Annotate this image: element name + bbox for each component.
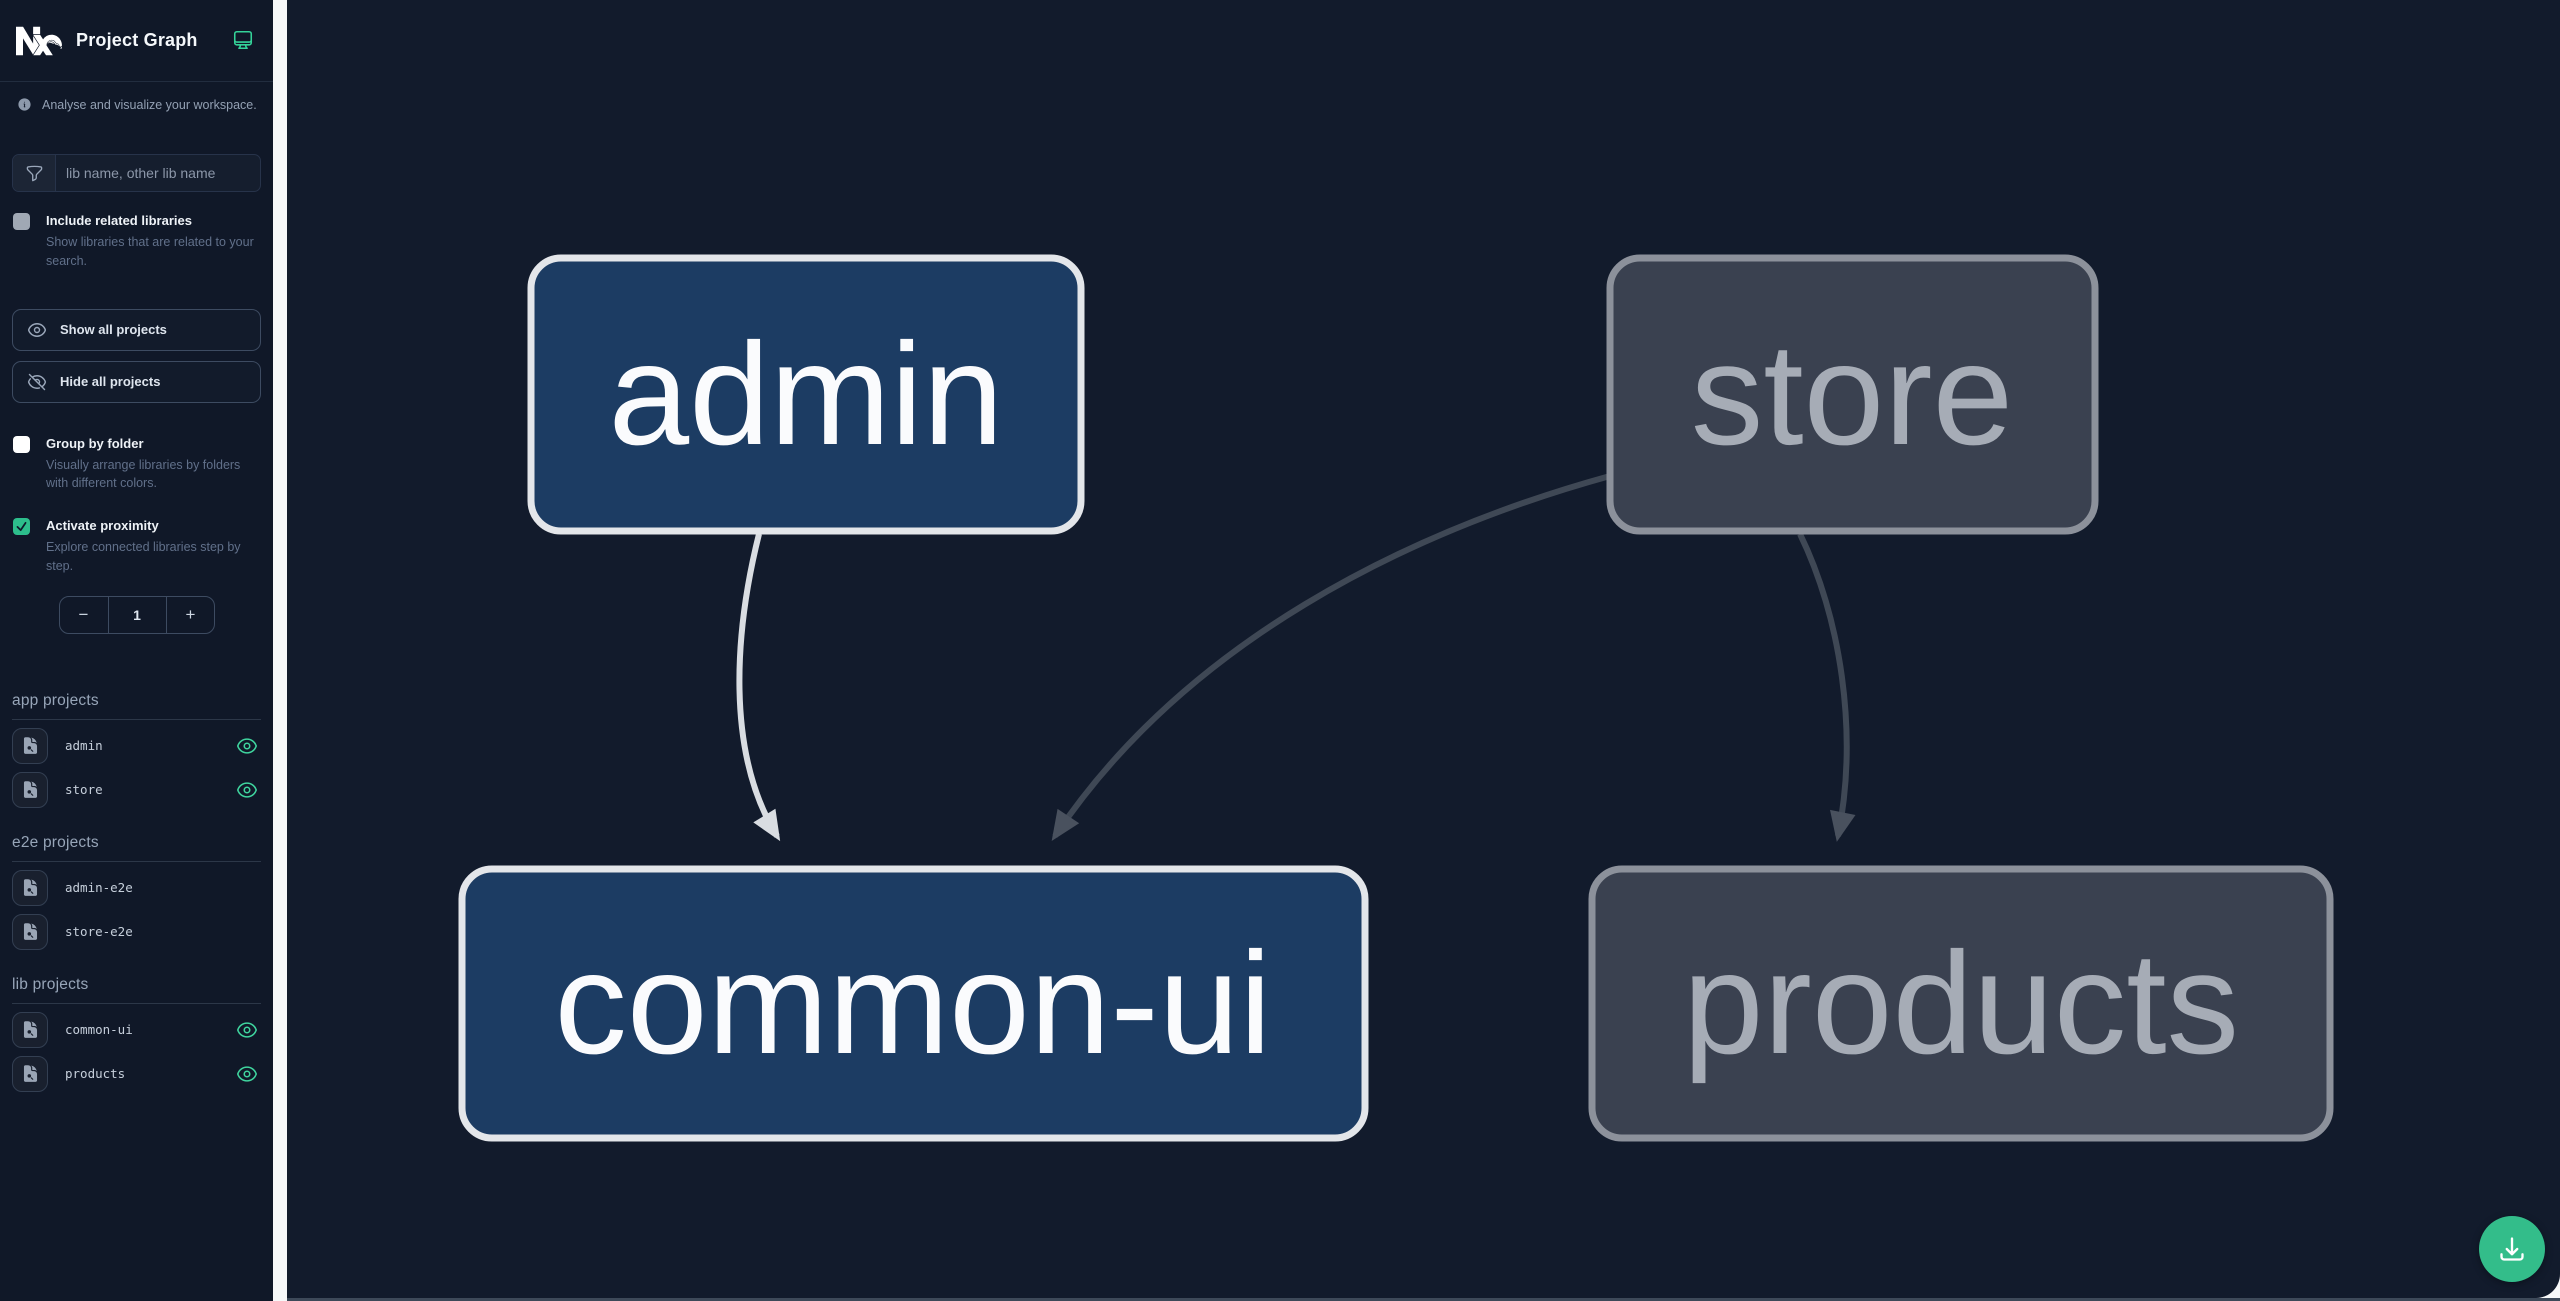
info-icon — [17, 97, 32, 112]
toggle-description: Explore connected libraries step by step… — [46, 540, 241, 573]
sidebar: Project Graph Analyse and visualize your… — [0, 0, 273, 1301]
workspace-info-text: Analyse and visualize your workspace. — [42, 98, 257, 112]
graph-canvas[interactable]: admin store common-ui products — [287, 0, 2560, 1298]
project-name: admin — [65, 738, 103, 753]
document-magnifying-glass-icon — [21, 878, 40, 897]
focus-project-button[interactable] — [12, 913, 48, 950]
node-label-products: products — [1683, 922, 2239, 1084]
main-area: admin store common-ui products — [273, 0, 2560, 1301]
project-row-admin: admin — [12, 727, 261, 764]
section-lib-projects: lib projects common-ui products — [12, 976, 261, 1092]
toggle-visibility-button[interactable] — [236, 735, 258, 757]
hide-all-projects-button[interactable]: Hide all projects — [12, 360, 261, 403]
nx-logo-icon — [16, 18, 62, 64]
page-title: Project Graph — [76, 30, 198, 50]
show-all-projects-button[interactable]: Show all projects — [12, 308, 261, 351]
document-magnifying-glass-icon — [21, 780, 40, 799]
toggle-label: Activate proximity — [46, 518, 159, 533]
decrement-button[interactable]: − — [60, 597, 108, 633]
check-icon — [15, 520, 28, 533]
section-app-projects: app projects admin store — [12, 692, 261, 808]
eye-slash-icon — [27, 372, 47, 392]
document-magnifying-glass-icon — [21, 736, 40, 755]
node-admin[interactable]: admin — [527, 254, 1085, 535]
funnel-icon-wrap — [13, 155, 56, 191]
toggle-label: Include related libraries — [46, 213, 192, 228]
funnel-icon — [25, 164, 44, 183]
node-label-admin: admin — [609, 313, 1004, 475]
workspace-info: Analyse and visualize your workspace. — [17, 98, 257, 112]
toggle-description: Visually arrange libraries by folders wi… — [46, 457, 241, 491]
project-row-store: store — [12, 771, 261, 808]
eye-icon — [236, 735, 258, 757]
section-title: lib projects — [12, 976, 261, 1004]
toggle-group-by-folder: Group by folder Visually arrange librari… — [13, 435, 259, 494]
project-row-admin-e2e: admin-e2e — [12, 869, 261, 906]
toggle-visibility-button[interactable] — [236, 779, 258, 801]
proximity-depth-value: 1 — [107, 596, 167, 633]
node-label-common-ui: common-ui — [554, 922, 1271, 1084]
project-name: products — [65, 1066, 126, 1081]
section-e2e-projects: e2e projects admin-e2e store-e2e — [12, 834, 261, 950]
focus-project-button[interactable] — [12, 1055, 48, 1092]
toggle-activate-proximity: Activate proximity Explore connected lib… — [13, 517, 259, 576]
eye-icon — [236, 1063, 258, 1085]
checkbox-include-related[interactable] — [13, 213, 30, 230]
edge-store-to-common-ui[interactable] — [1051, 473, 1611, 841]
project-filter — [12, 154, 261, 192]
hide-all-label: Hide all projects — [60, 374, 161, 389]
show-all-label: Show all projects — [60, 322, 167, 337]
node-label-store: store — [1691, 313, 2013, 475]
edge-store-to-products[interactable] — [1797, 532, 1856, 842]
project-name: common-ui — [65, 1022, 133, 1037]
project-row-common-ui: common-ui — [12, 1011, 261, 1048]
document-magnifying-glass-icon — [21, 922, 40, 941]
horizontal-scrollbar[interactable] — [287, 1298, 2560, 1301]
focus-project-button[interactable] — [12, 1011, 48, 1048]
eye-icon — [236, 779, 258, 801]
proximity-depth-stepper: − 1 + — [58, 595, 215, 634]
filter-input[interactable] — [56, 155, 260, 191]
eye-icon — [27, 320, 47, 340]
download-icon — [2498, 1235, 2526, 1263]
project-name: admin-e2e — [65, 880, 133, 895]
sidebar-header: Project Graph — [0, 0, 273, 82]
toggle-visibility-button[interactable] — [236, 1063, 258, 1085]
toggle-visibility-button[interactable] — [236, 1019, 258, 1041]
node-products[interactable]: products — [1588, 865, 2334, 1142]
toggle-include-related: Include related libraries Show libraries… — [13, 212, 259, 271]
focus-project-button[interactable] — [12, 771, 48, 808]
eye-icon — [236, 1019, 258, 1041]
checkbox-group-by-folder[interactable] — [13, 435, 30, 453]
monitor-icon — [232, 29, 254, 51]
toggle-label: Group by folder — [46, 435, 144, 451]
node-store[interactable]: store — [1606, 254, 2099, 535]
focus-project-button[interactable] — [12, 869, 48, 906]
document-magnifying-glass-icon — [21, 1020, 40, 1039]
project-row-store-e2e: store-e2e — [12, 913, 261, 950]
project-row-products: products — [12, 1055, 261, 1092]
document-magnifying-glass-icon — [21, 1064, 40, 1083]
project-name: store-e2e — [65, 924, 133, 939]
node-common-ui[interactable]: common-ui — [458, 865, 1369, 1142]
toggle-description: Show libraries that are related to your … — [46, 235, 254, 268]
edge-admin-to-common-ui[interactable] — [736, 533, 781, 842]
increment-button[interactable]: + — [167, 597, 214, 633]
project-name: store — [65, 782, 103, 797]
theme-toggle-button[interactable] — [231, 29, 255, 53]
section-title: app projects — [12, 692, 261, 720]
focus-project-button[interactable] — [12, 727, 48, 764]
project-graph-svg: admin store common-ui products — [458, 254, 2334, 1142]
checkbox-activate-proximity[interactable] — [13, 518, 30, 535]
download-graph-button[interactable] — [2479, 1216, 2545, 1282]
section-title: e2e projects — [12, 834, 261, 862]
